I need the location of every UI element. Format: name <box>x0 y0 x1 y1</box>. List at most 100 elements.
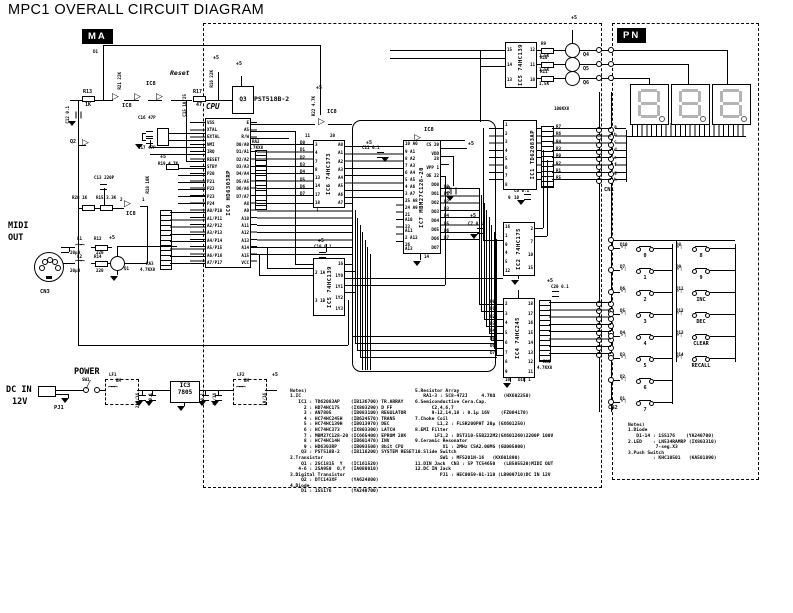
push-switch-icon[interactable] <box>692 266 710 274</box>
note-line: 11.DIN Jack CN3 : 5P TC54650 (LB505520)M… <box>415 461 554 467</box>
diode-icon: ▸| <box>677 245 683 250</box>
regulator-part: 7805 <box>177 389 193 396</box>
dff-pin-label: 7 <box>530 239 533 245</box>
driver-pin-label: 5 <box>505 156 508 162</box>
annotation: IC8 <box>327 109 337 115</box>
annotation: SW1 <box>82 377 90 382</box>
ground-symbol <box>511 280 519 285</box>
wire <box>204 100 232 101</box>
rom-pin-label: 2 A12 <box>405 234 418 240</box>
decoder-pin-label: 1G <box>337 261 343 267</box>
annotation: RA2 <box>252 139 260 144</box>
note-line: 4.Diode <box>290 483 310 489</box>
wire <box>489 217 490 333</box>
key-row: D5 ▸| 3 <box>620 308 660 330</box>
segment-letter: c <box>614 140 617 146</box>
wire <box>357 350 497 351</box>
driver-pin-label: 1 <box>505 122 508 128</box>
annotation: D2 <box>444 199 450 204</box>
annotation: ╱ <box>86 380 91 389</box>
connector-dot <box>94 387 100 393</box>
pn-board-label: PN <box>617 28 647 43</box>
wire <box>171 100 192 101</box>
push-switch-icon[interactable] <box>692 354 710 362</box>
annotation: +5 <box>571 15 578 21</box>
annotation: PST518B-2 <box>254 95 290 103</box>
wire <box>320 95 321 115</box>
push-switch-icon[interactable] <box>692 310 710 318</box>
push-switch-icon[interactable] <box>692 244 710 252</box>
annotation: RA3 <box>146 261 154 266</box>
wire <box>352 203 353 336</box>
wire <box>142 133 143 141</box>
push-switch-icon[interactable] <box>692 288 710 296</box>
wire <box>355 343 497 344</box>
key-label: 2 <box>643 297 647 303</box>
annotation: D1 <box>300 147 306 152</box>
cpu-pin-label: VSS <box>207 119 215 125</box>
rom-pin-label: OE 22 <box>426 173 439 179</box>
push-switch-icon[interactable] <box>636 310 654 318</box>
decoder-pin-label: 2 1A <box>315 269 326 275</box>
key-row: D7 ▸| 1 <box>620 264 660 286</box>
push-switch-icon[interactable] <box>636 244 654 252</box>
annotation: +5 <box>109 235 116 241</box>
diode-label: D13 <box>676 330 684 335</box>
note-line: Q2 : DTC143XF (YA624800) <box>290 478 379 484</box>
annotation: 10 <box>505 377 511 382</box>
driver-pin-label: 2 <box>505 130 508 136</box>
push-switch-icon[interactable] <box>636 354 654 362</box>
wire <box>481 311 503 312</box>
key-label: 7 <box>643 407 647 413</box>
push-switch-icon[interactable] <box>636 332 654 340</box>
wire <box>578 50 727 51</box>
coil-icon: ⌢⌢⌢ <box>108 382 118 390</box>
wire <box>611 336 620 337</box>
push-switch-icon[interactable] <box>636 266 654 274</box>
reset-ic-q3: Q3 <box>232 86 254 114</box>
dc-in-label: 12V <box>12 397 28 407</box>
wire <box>552 78 566 79</box>
pin-stub-comb <box>396 146 403 248</box>
wire <box>484 203 485 319</box>
annotation: RA1 <box>543 359 551 364</box>
push-switch-icon[interactable] <box>692 332 710 340</box>
push-switch-icon[interactable] <box>636 376 654 384</box>
decoder-pin-label: 14 <box>507 61 513 67</box>
annotation: DIR 1 <box>518 377 531 382</box>
wire <box>533 236 547 237</box>
wire <box>672 244 673 404</box>
wire <box>611 248 620 249</box>
diode-label: D10 <box>620 242 628 247</box>
rom-pin-label: DO7 <box>431 245 439 251</box>
regulator-ic3-7805: IC3 7805 <box>170 381 200 403</box>
resistor-symbol <box>541 76 554 82</box>
latch-pin-label: 18 <box>315 199 321 205</box>
wire <box>360 225 361 357</box>
ma-notes-column-1: Notes)1.IC IC1 : TD62083AP (IB136700) TR… <box>290 372 414 495</box>
latch-pin-label: 13 <box>315 175 321 181</box>
wire <box>535 78 541 79</box>
annotation: 1 <box>316 207 319 212</box>
wire <box>54 390 85 391</box>
connector-dot <box>608 245 614 251</box>
annotation: R15 3.3K <box>96 195 117 200</box>
rom-pin-label: DO4 <box>431 218 439 224</box>
diode-icon: ▸| <box>621 333 627 338</box>
key-row: D2 ▸| 6 <box>620 374 660 396</box>
decoder-pin-label: 3 1B <box>315 297 326 303</box>
push-switch-icon[interactable] <box>636 288 654 296</box>
key-label: INC <box>696 297 706 303</box>
driver-pin-label: 8 <box>505 181 508 187</box>
wire <box>491 225 492 341</box>
latch-pin-label: A6 <box>337 191 343 197</box>
wire <box>483 128 484 240</box>
wire <box>78 345 348 346</box>
resistor-array <box>255 150 267 210</box>
wire <box>480 66 505 67</box>
wire <box>91 263 95 264</box>
push-switch-icon[interactable] <box>636 398 654 406</box>
midi-out-label: MIDI <box>8 221 29 231</box>
